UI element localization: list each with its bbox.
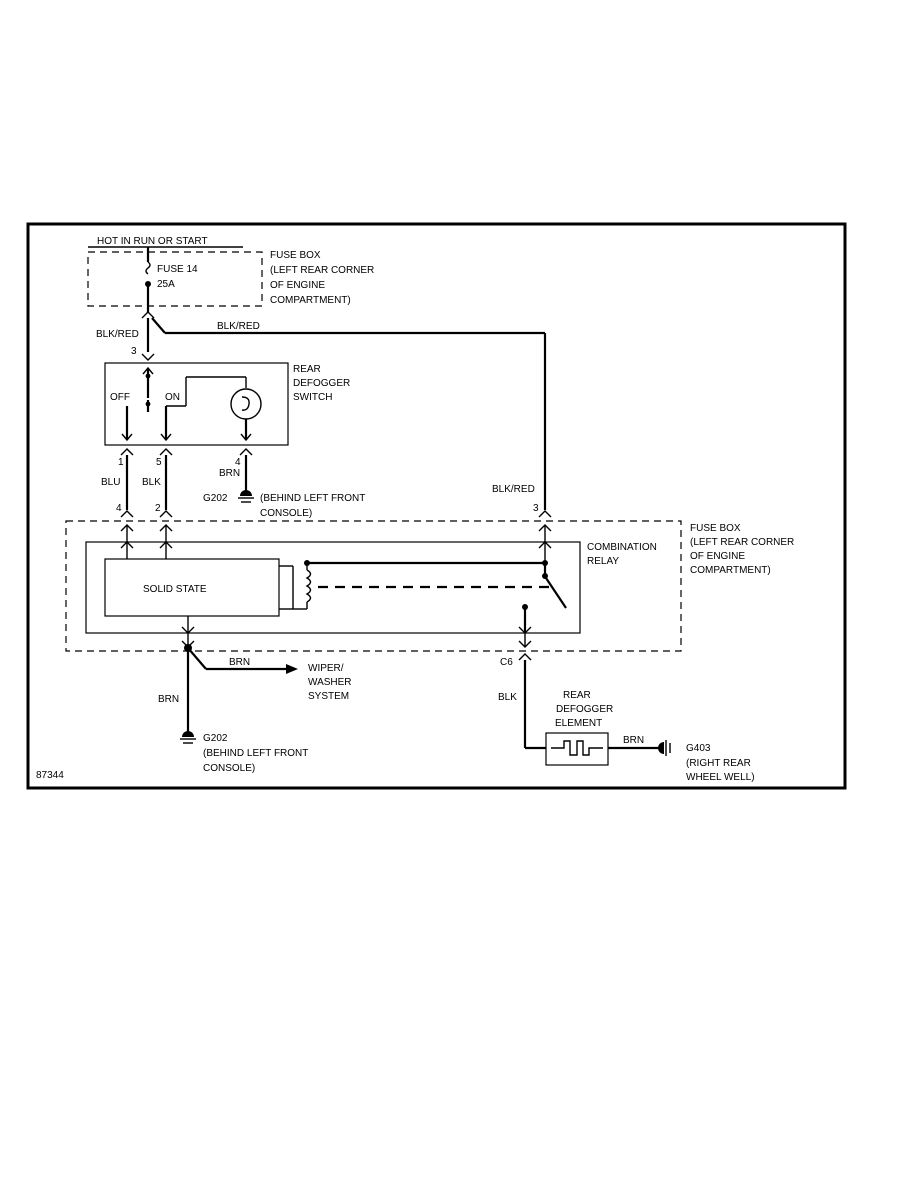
element-label-line-3: ELEMENT — [555, 718, 602, 729]
pin-c6: C6 — [500, 657, 513, 668]
element-label-line-1: REAR — [563, 690, 591, 701]
pin-sw-4: 4 — [235, 457, 241, 468]
relay-contact-switch — [545, 577, 567, 609]
indicator-lamp-icon — [230, 388, 262, 420]
relay-label-line-1: COMBINATION — [587, 542, 657, 553]
ground-element-loc-2: WHEEL WELL) — [686, 772, 755, 783]
fuse-rating: 25A — [157, 279, 175, 290]
heating-element-icon — [551, 740, 603, 756]
element-label-line-2: DEFOGGER — [556, 704, 613, 715]
fuse-box-top-line-4: COMPARTMENT) — [270, 295, 351, 306]
pin-sw-5: 5 — [156, 457, 162, 468]
wire-label-brn-element: BRN — [623, 735, 644, 746]
diagram-frame — [26, 222, 847, 790]
fuse-box-main-line-2: (LEFT REAR CORNER — [690, 537, 794, 548]
fuse-box-top-line-2: (LEFT REAR CORNER — [270, 265, 374, 276]
wire-label-blk-red-right: BLK/RED — [492, 484, 535, 495]
solid-state-label: SOLID STATE — [143, 584, 207, 595]
wire-label-blk-red-left: BLK/RED — [96, 329, 139, 340]
ground-element-loc-1: (RIGHT REAR — [686, 758, 751, 769]
switch-on-label: ON — [165, 392, 180, 403]
diagram-id: 87344 — [36, 770, 64, 781]
wiper-line-3: SYSTEM — [308, 691, 349, 702]
wire-label-brn-wiper: BRN — [229, 657, 250, 668]
pin-sw-in: 3 — [131, 346, 137, 357]
pin-sw-1: 1 — [118, 457, 124, 468]
fuse-box-main-line-3: OF ENGINE — [690, 551, 745, 562]
pin-rel-2: 2 — [155, 503, 161, 514]
wire-label-brn-sw: BRN — [219, 468, 240, 479]
wire-label-blk-red-top: BLK/RED — [217, 321, 260, 332]
relay-label-line-2: RELAY — [587, 556, 619, 567]
switch-off-label: OFF — [110, 392, 130, 403]
ground-relay-id: G202 — [203, 733, 228, 744]
ground-switch-loc-2: CONSOLE) — [260, 508, 312, 519]
hot-in-run-label: HOT IN RUN OR START — [97, 236, 208, 247]
ground-switch-id: G202 — [203, 493, 228, 504]
combination-relay-box — [85, 541, 581, 634]
ground-switch-loc-1: (BEHIND LEFT FRONT — [260, 493, 365, 504]
ground-relay-loc-1: (BEHIND LEFT FRONT — [203, 748, 308, 759]
ground-icon — [658, 740, 671, 756]
wire-label-blu: BLU — [101, 477, 120, 488]
ground-icon — [238, 490, 254, 503]
switch-label-line-3: SWITCH — [293, 392, 332, 403]
solid-state-module — [104, 558, 280, 617]
fuse-box-top-line-3: OF ENGINE — [270, 280, 325, 291]
wire-label-brn-ground: BRN — [158, 694, 179, 705]
fuse-box-main-line-1: FUSE BOX — [690, 523, 741, 534]
wiper-line-2: WASHER — [308, 677, 352, 688]
fuse-box-top-line-1: FUSE BOX — [270, 250, 321, 261]
switch-label-line-2: DEFOGGER — [293, 378, 350, 389]
relay-coil-icon — [305, 569, 312, 603]
ground-icon — [180, 731, 196, 744]
wire-label-blk-sw: BLK — [142, 477, 161, 488]
wire-label-blk-c6: BLK — [498, 692, 517, 703]
top-fuse-box-outline — [87, 251, 263, 307]
wiper-arrow-icon — [286, 664, 298, 674]
ground-relay-loc-2: CONSOLE) — [203, 763, 255, 774]
ground-element-id: G403 — [686, 743, 711, 754]
pin-rel-3: 3 — [533, 503, 539, 514]
wiper-line-1: WIPER/ — [308, 663, 344, 674]
rear-defogger-switch-box — [104, 362, 289, 446]
fuse-box-main-line-4: COMPARTMENT) — [690, 565, 771, 576]
fuse-name: FUSE 14 — [157, 264, 198, 275]
switch-label-line-1: REAR — [293, 364, 321, 375]
pin-rel-4: 4 — [116, 503, 122, 514]
